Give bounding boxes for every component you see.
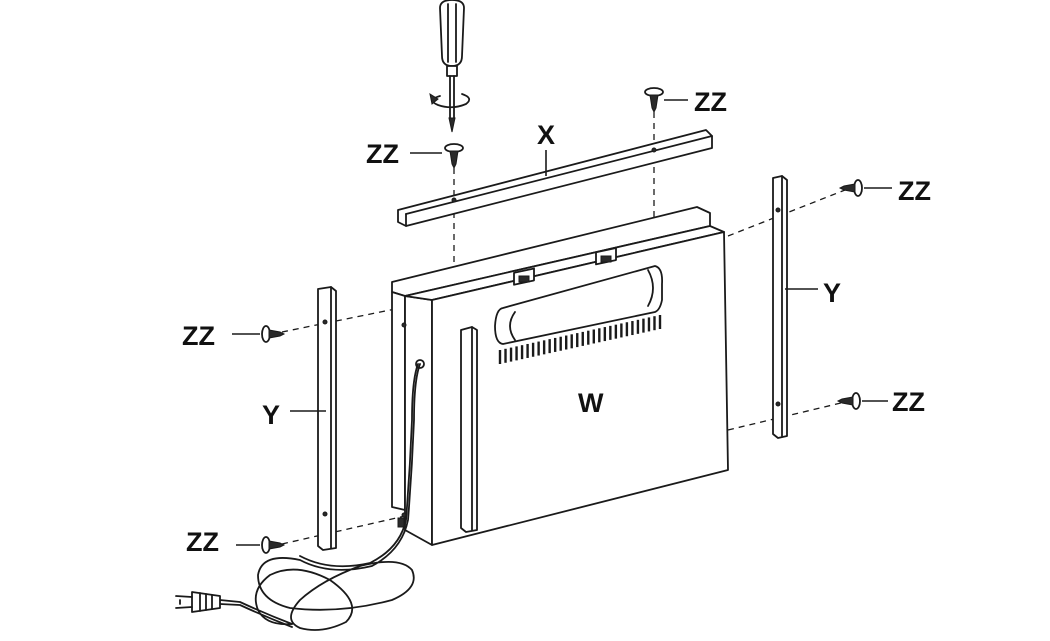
power-plug-icon bbox=[175, 591, 221, 613]
top-trim bbox=[397, 129, 713, 227]
label-screw-top-left: ZZ bbox=[366, 139, 399, 169]
side-trim-right bbox=[772, 175, 788, 439]
vent-grille bbox=[498, 315, 662, 364]
label-side-trim-left: Y bbox=[262, 400, 280, 430]
rotation-arrow-icon bbox=[429, 92, 471, 109]
label-side-trim-right: Y bbox=[823, 278, 841, 308]
label-screw-right-upper: ZZ bbox=[898, 176, 931, 206]
label-top-trim: X bbox=[537, 120, 555, 150]
label-screw-left-upper: ZZ bbox=[182, 321, 215, 351]
screw-icon bbox=[836, 392, 861, 410]
screwdriver-icon bbox=[439, 0, 465, 133]
side-trim-left bbox=[317, 286, 337, 551]
screw-icon bbox=[261, 536, 286, 554]
label-screw-top-right: ZZ bbox=[694, 87, 727, 117]
screw-icon bbox=[838, 179, 863, 197]
label-screw-right-lower: ZZ bbox=[892, 387, 925, 417]
screw-icon bbox=[444, 143, 464, 170]
fireplace-insert bbox=[391, 206, 729, 546]
screw-icon bbox=[644, 87, 664, 114]
label-screw-left-lower: ZZ bbox=[186, 527, 219, 557]
label-fireplace-insert: W bbox=[578, 388, 604, 418]
screw-icon bbox=[261, 325, 286, 343]
power-cord bbox=[219, 363, 421, 631]
